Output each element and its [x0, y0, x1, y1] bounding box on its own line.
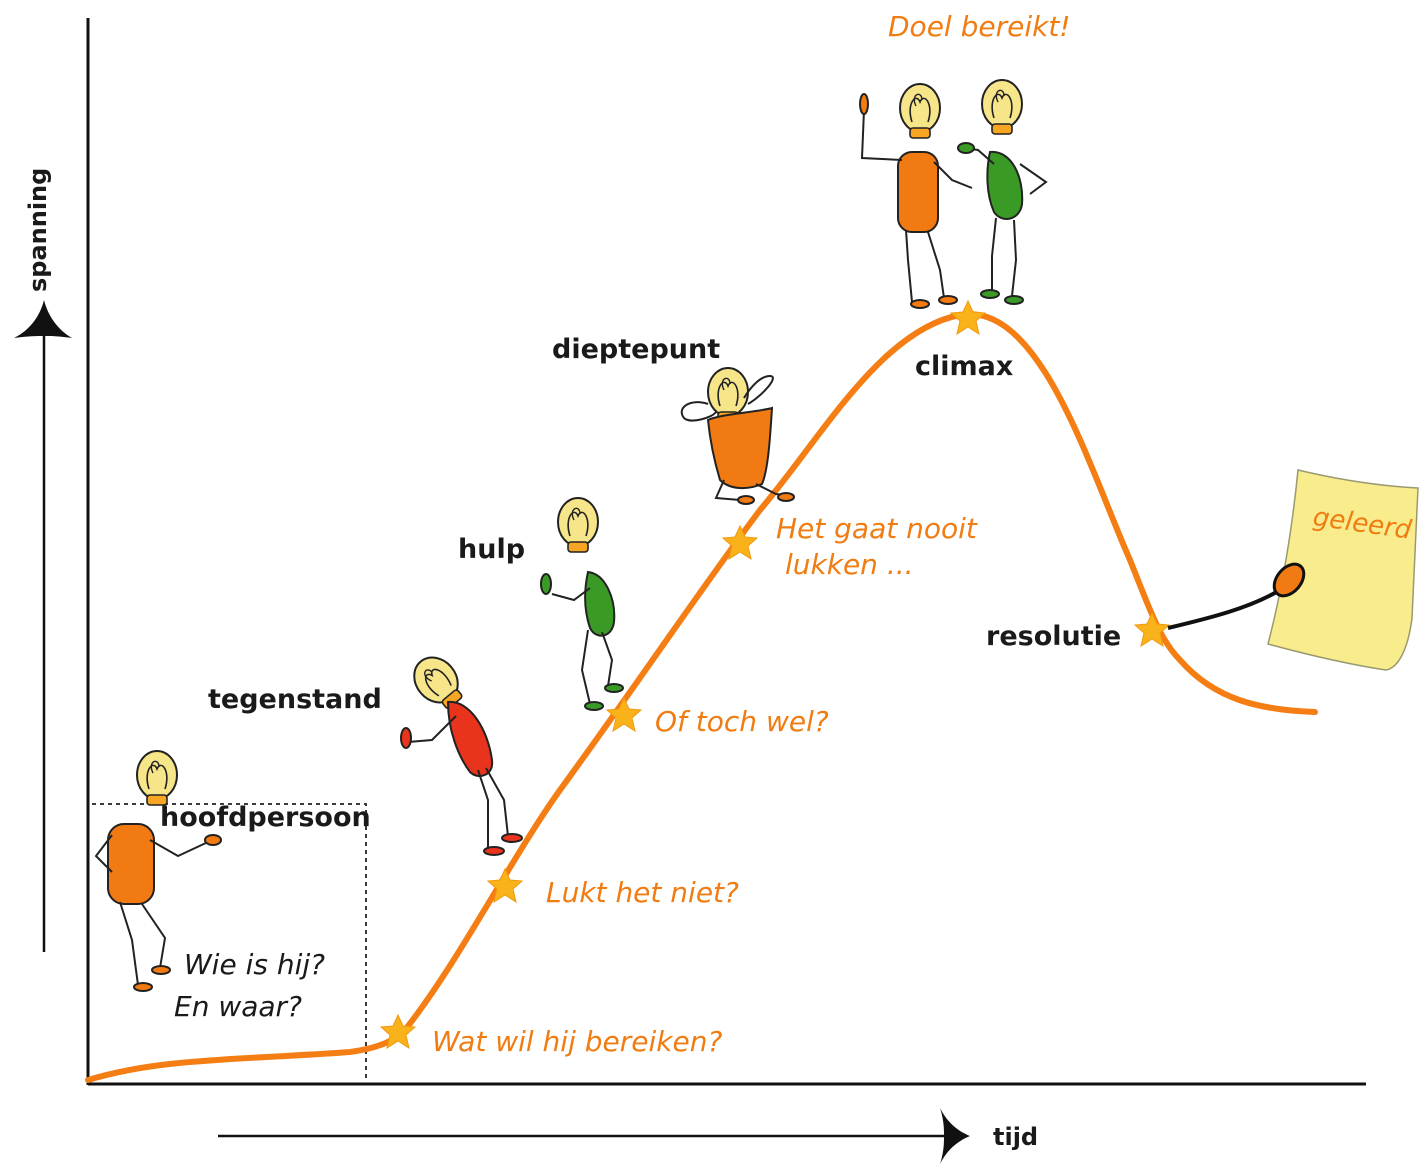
stage-tegenstand: tegenstand [208, 684, 382, 715]
figure-helper [540, 497, 624, 711]
x-arrow-head [940, 1108, 970, 1164]
question-lukt: Lukt het niet? [546, 876, 739, 909]
star-marker [950, 300, 986, 335]
stage-hoofdpersoon: hoofdpersoon [160, 802, 371, 833]
stage-resolutie: resolutie [986, 621, 1121, 652]
tension-curve [85, 311, 1318, 1083]
question-toch: Of toch wel? [655, 705, 829, 738]
stage-hulp: hulp [458, 534, 525, 565]
note-string [1167, 588, 1282, 630]
figure-low-point [680, 367, 795, 505]
y-arrow-head [14, 300, 72, 338]
note-pin [1272, 562, 1306, 598]
question-doel: Doel bereikt! [888, 10, 1071, 43]
question-wie: Wie is hij? [184, 948, 325, 981]
question-nooit-line1: Het gaat nooit [776, 512, 978, 545]
x-axis-label: tijd [993, 1123, 1038, 1151]
stage-climax: climax [915, 351, 1013, 382]
figure-opponent [400, 647, 523, 856]
y-axis-label: spanning [24, 168, 52, 292]
figure-protagonist [94, 750, 222, 992]
star-marker [606, 697, 642, 732]
figure-climax-orange [859, 83, 973, 309]
question-waar: En waar? [174, 990, 302, 1023]
figure-climax-green [957, 79, 1048, 305]
stage-dieptepunt: dieptepunt [552, 334, 720, 365]
intro-dotted-box [92, 803, 367, 1082]
question-nooit-line2: lukken ... [785, 548, 914, 581]
question-wat: Wat wil hij bereiken? [432, 1025, 722, 1058]
